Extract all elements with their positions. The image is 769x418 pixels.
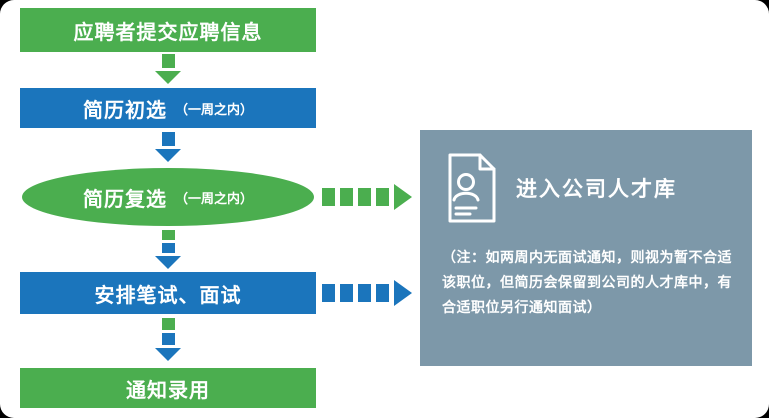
flow-step-resume-reselection: 简历复选 （一周之内） [22,168,314,226]
flow-step-label: 应聘者提交应聘信息 [73,19,263,44]
talent-pool-panel: 进入公司人才库 （注：如两周内无面试通知，则视为暂不合适该职位，但简历会保留到公… [420,130,752,366]
arrow-stripe [376,188,389,206]
talent-pool-header: 进入公司人才库 [442,152,736,224]
arrow-stem [161,54,175,68]
flow-arrow-3 [155,230,181,269]
flow-step-label: 安排笔试、面试 [94,282,242,307]
flow-arrow-to-talent-pool-blue [322,280,412,306]
flow-step-resume-initial-screening: 简历初选 （一周之内） [20,88,316,128]
talent-pool-note: （注：如两周内无面试通知，则视为暂不合适该职位，但简历会保留到公司的人才库中，有… [442,250,732,317]
arrow-stem [161,230,175,240]
flow-step-label: 简历初选 [82,97,167,122]
arrow-stripe [322,284,335,302]
flow-step-label: 简历复选 [82,186,167,211]
arrow-head [155,348,181,361]
arrow-head [394,184,412,210]
flow-arrow-4 [155,318,181,361]
arrow-stem [161,318,175,330]
arrow-head [155,256,181,269]
flow-arrow-to-talent-pool-green [322,184,412,210]
arrow-stripe [340,284,353,302]
arrow-stripe [358,188,371,206]
flow-arrow-1 [155,54,181,84]
arrow-stripe [340,188,353,206]
arrow-stem [161,333,175,345]
arrow-stripe [358,284,371,302]
flow-step-arrange-test-interview: 安排笔试、面试 [20,272,316,314]
arrow-head [155,71,181,84]
arrow-head [155,149,181,162]
flow-step-sublabel: （一周之内） [174,102,253,118]
resume-document-person-icon [442,152,500,224]
flow-step-submit-application: 应聘者提交应聘信息 [20,8,316,52]
flow-step-label: 通知录用 [126,377,210,402]
talent-pool-title: 进入公司人才库 [516,177,677,201]
flow-step-notify-employment: 通知录用 [20,368,316,408]
flow-arrow-2 [155,132,181,162]
arrow-stripe [322,188,335,206]
arrow-stem [161,243,175,253]
arrow-stem [161,132,175,146]
arrow-head [394,280,412,306]
arrow-stripe [376,284,389,302]
flow-step-sublabel: （一周之内） [174,191,253,207]
